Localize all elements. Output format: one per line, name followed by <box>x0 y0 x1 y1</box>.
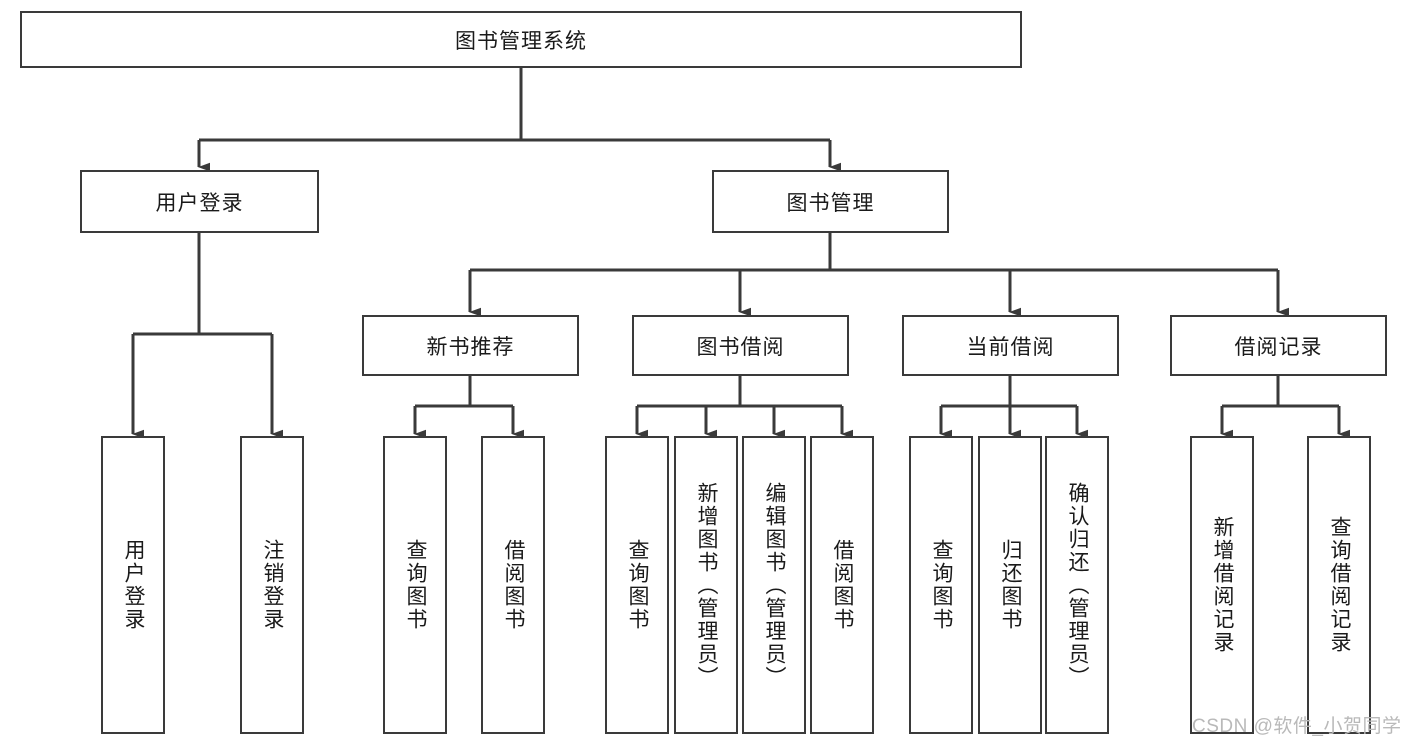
node-book-borrow[interactable]: 图书借阅 <box>632 315 849 376</box>
node-leaf-query-books-borrow[interactable]: 查询图书 <box>605 436 669 734</box>
node-leaf-user-login[interactable]: 用户登录 <box>101 436 165 734</box>
node-book-management[interactable]: 图书管理 <box>712 170 949 233</box>
node-label: 图书管理 <box>786 191 875 215</box>
node-label: 借阅记录 <box>1234 335 1323 359</box>
node-current-borrow[interactable]: 当前借阅 <box>902 315 1119 376</box>
node-label: 新增借阅记录 <box>1211 516 1235 654</box>
node-leaf-confirm-return-admin[interactable]: 确认归还（管理员） <box>1045 436 1109 734</box>
node-leaf-query-books-current[interactable]: 查询图书 <box>909 436 973 734</box>
node-leaf-return-book[interactable]: 归还图书 <box>978 436 1042 734</box>
node-label: 图书借阅 <box>696 335 785 359</box>
node-label: 当前借阅 <box>966 335 1055 359</box>
node-label: 用户登录 <box>122 539 146 631</box>
node-borrow-records[interactable]: 借阅记录 <box>1170 315 1387 376</box>
node-label: 注销登录 <box>261 539 285 631</box>
watermark-text: CSDN @软件_小贺同学 <box>1192 716 1402 737</box>
node-leaf-query-borrow-record[interactable]: 查询借阅记录 <box>1307 436 1371 734</box>
node-root-book-management-system[interactable]: 图书管理系统 <box>20 11 1022 68</box>
node-leaf-add-book-admin[interactable]: 新增图书（管理员） <box>674 436 738 734</box>
node-label: 借阅图书 <box>502 539 526 631</box>
node-leaf-edit-book-admin[interactable]: 编辑图书（管理员） <box>742 436 806 734</box>
node-new-book-recommend[interactable]: 新书推荐 <box>362 315 579 376</box>
node-leaf-add-borrow-record[interactable]: 新增借阅记录 <box>1190 436 1254 734</box>
node-label: 借阅图书 <box>831 539 855 631</box>
node-leaf-borrow-books-recommend[interactable]: 借阅图书 <box>481 436 545 734</box>
node-label: 编辑图书（管理员） <box>763 481 787 689</box>
node-label: 查询图书 <box>626 539 650 631</box>
node-label: 查询图书 <box>404 539 428 631</box>
node-label: 新增图书（管理员） <box>695 481 719 689</box>
node-label: 查询借阅记录 <box>1328 516 1352 654</box>
node-label: 图书管理系统 <box>455 29 587 53</box>
node-label: 归还图书 <box>999 539 1023 631</box>
node-label: 确认归还（管理员） <box>1066 481 1090 689</box>
node-user-login[interactable]: 用户登录 <box>80 170 319 233</box>
node-label: 查询图书 <box>930 539 954 631</box>
node-leaf-logout[interactable]: 注销登录 <box>240 436 304 734</box>
node-label: 新书推荐 <box>426 335 515 359</box>
node-leaf-borrow-book[interactable]: 借阅图书 <box>810 436 874 734</box>
node-leaf-query-books-recommend[interactable]: 查询图书 <box>383 436 447 734</box>
node-label: 用户登录 <box>155 191 244 215</box>
